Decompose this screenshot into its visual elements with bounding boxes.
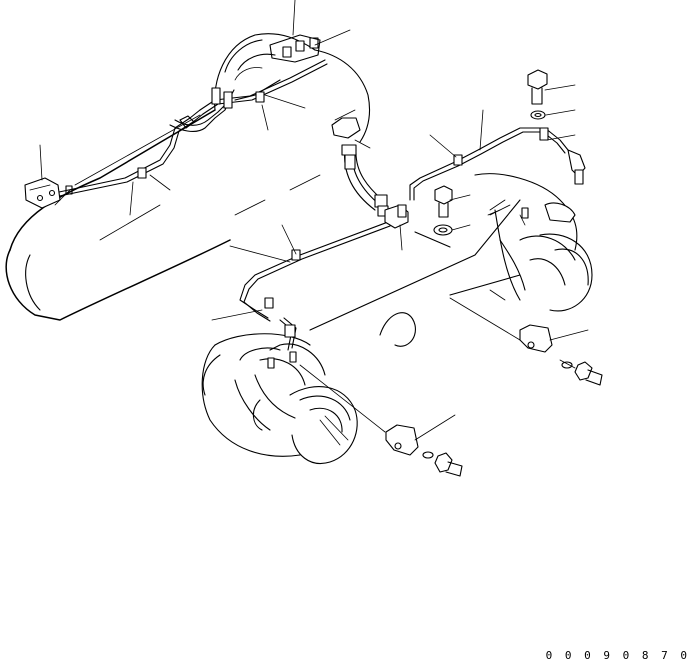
leader-lines-left	[39, 0, 351, 216]
left-guard-housing	[5, 33, 371, 321]
left-bracket	[24, 177, 73, 209]
center-bolt	[414, 185, 471, 248]
upper-right-bolt	[527, 69, 576, 141]
lower-support-bracket	[385, 414, 463, 477]
detail-marks	[354, 139, 501, 216]
right-support-bracket	[449, 297, 603, 386]
left-hose-bundle	[169, 87, 235, 132]
right-tube	[409, 109, 586, 201]
center-tube	[211, 204, 409, 322]
right-drive-housing	[309, 173, 593, 347]
drawing-id-label: 0 0 0 9 0 8 7 0	[545, 649, 690, 662]
left-clamps	[137, 34, 321, 179]
center-hoses	[331, 117, 389, 217]
lower-final-drive	[201, 317, 386, 464]
